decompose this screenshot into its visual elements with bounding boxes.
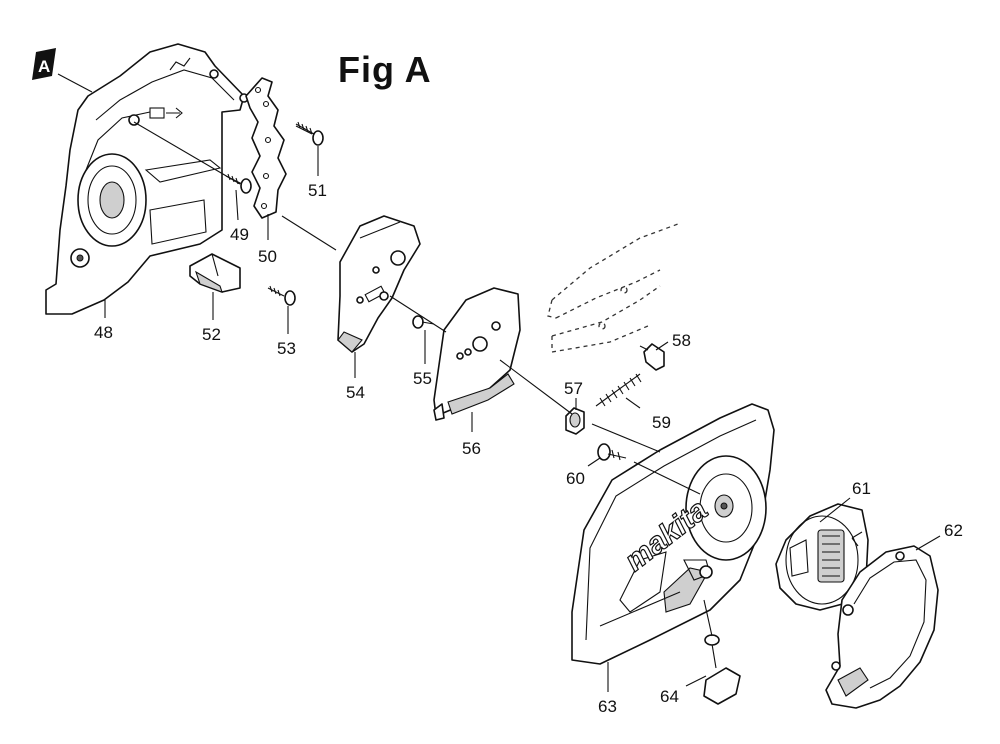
- label-51: 51: [308, 181, 327, 200]
- part-62-ring-frame[interactable]: [825, 545, 939, 709]
- label-57: 57: [564, 379, 583, 398]
- part-51-screw[interactable]: [295, 121, 324, 146]
- leader-lines: [104, 121, 941, 692]
- label-58: 58: [672, 331, 691, 350]
- part-64-knob-bolt[interactable]: [703, 634, 741, 705]
- part-57-nut[interactable]: [565, 407, 585, 435]
- figure-title: Fig A: [338, 49, 432, 90]
- label-48: 48: [94, 323, 113, 342]
- label-62: 62: [944, 521, 963, 540]
- section-marker-letter: A: [38, 57, 50, 76]
- label-52: 52: [202, 325, 221, 344]
- part-53-screw[interactable]: [267, 285, 296, 306]
- part-60-screw[interactable]: [597, 443, 627, 461]
- guide-bar-outline: [547, 223, 679, 353]
- label-49: 49: [230, 225, 249, 244]
- chain-symbol-icon: [169, 57, 191, 71]
- label-53: 53: [277, 339, 296, 358]
- label-50: 50: [258, 247, 277, 266]
- part-50-guide-plate[interactable]: [245, 77, 287, 219]
- arrow-icon: [851, 531, 863, 547]
- label-61: 61: [852, 479, 871, 498]
- part-61-knob-assembly[interactable]: [775, 503, 869, 611]
- part-52-chain-catcher[interactable]: [189, 253, 241, 293]
- chain-direction-icon: [149, 107, 183, 119]
- section-marker: A: [32, 48, 93, 93]
- part-63-cover-with-logo[interactable]: makita: [571, 403, 775, 665]
- part-54-outer-plate[interactable]: [337, 215, 421, 353]
- label-60: 60: [566, 469, 585, 488]
- part-55-screw[interactable]: [412, 315, 435, 329]
- part-58-tension-pin[interactable]: [639, 343, 665, 371]
- part-56-inner-plate[interactable]: [433, 287, 521, 421]
- label-59: 59: [652, 413, 671, 432]
- part-59-adjusting-screw[interactable]: [595, 373, 642, 407]
- part-48-sprocket-cover[interactable]: [45, 43, 249, 315]
- label-54: 54: [346, 383, 365, 402]
- label-56: 56: [462, 439, 481, 458]
- label-55: 55: [413, 369, 432, 388]
- label-63: 63: [598, 697, 617, 716]
- part-number-labels: 48 49 50 51 52 53 54 55 56 57 58 59 60 6…: [94, 181, 963, 716]
- label-64: 64: [660, 687, 679, 706]
